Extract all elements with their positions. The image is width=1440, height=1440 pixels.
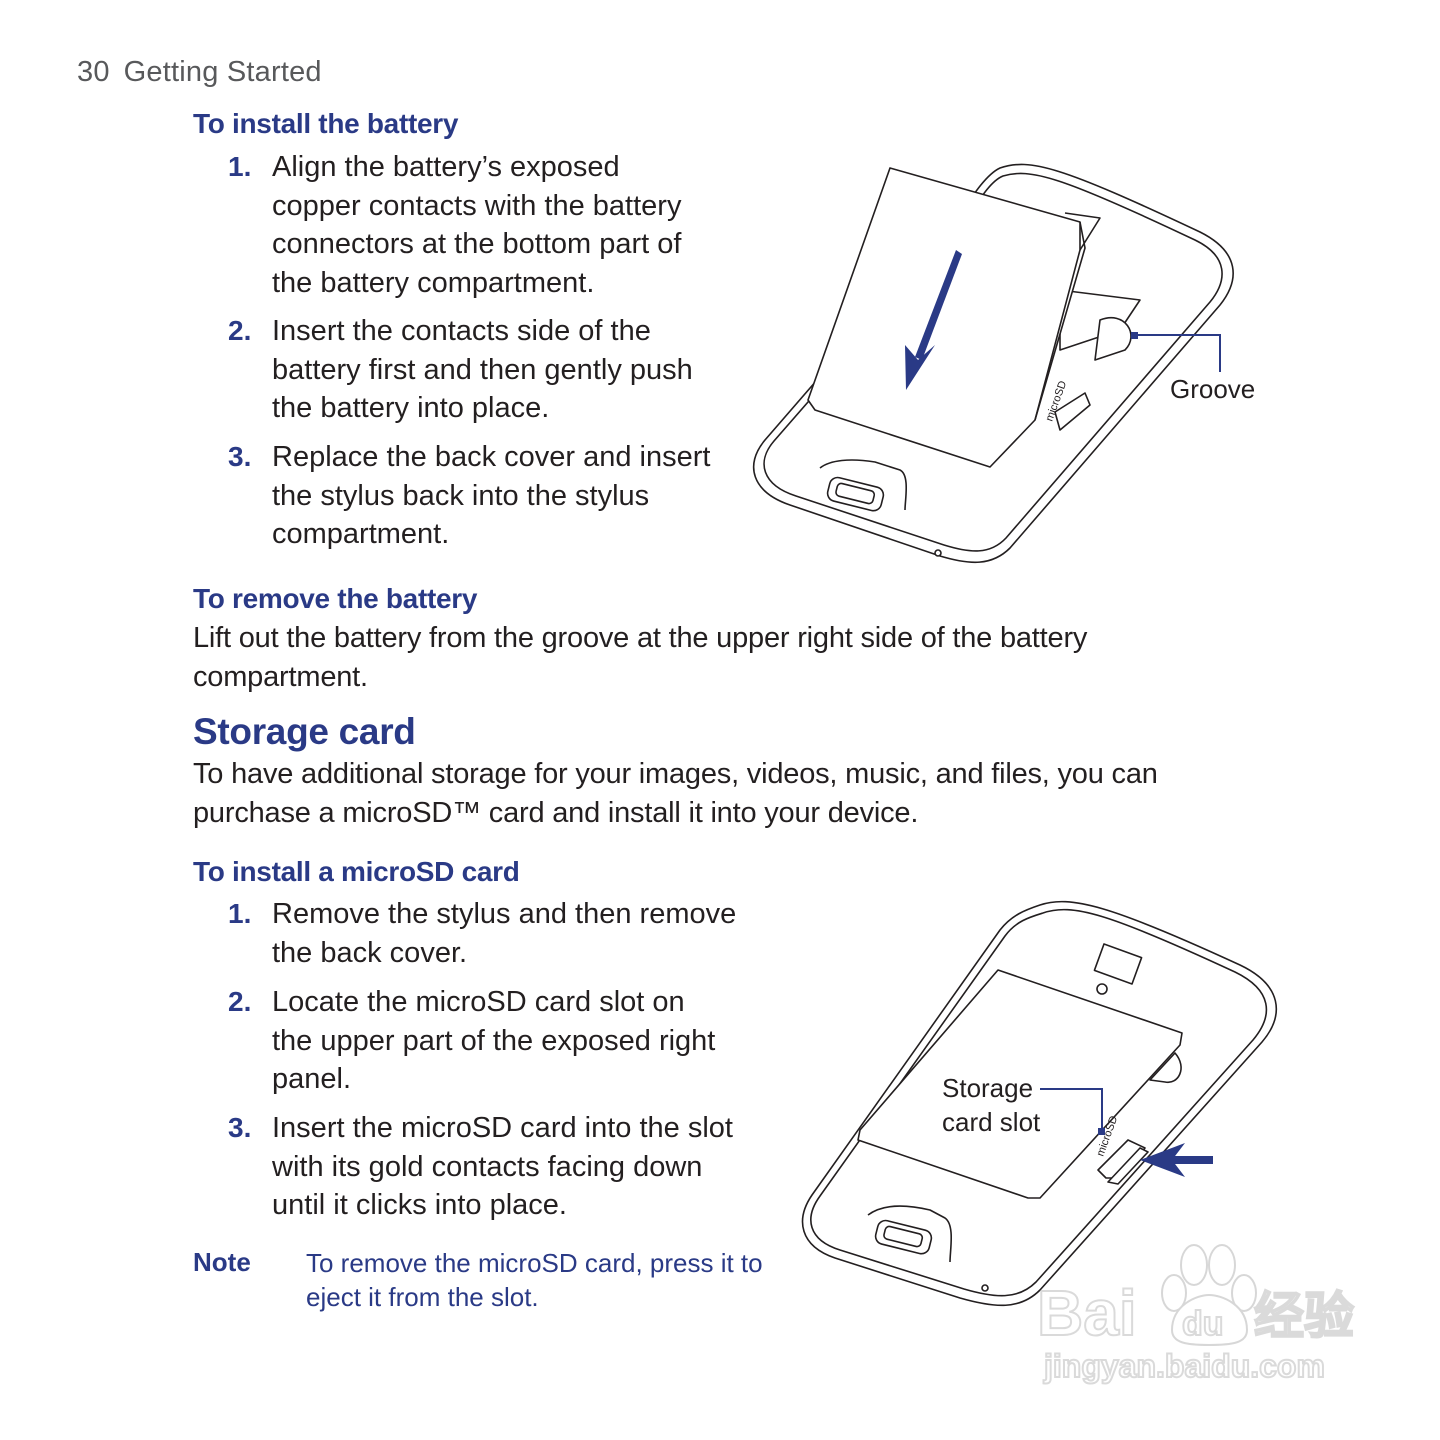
- step-number: 3.: [228, 1112, 252, 1143]
- storage-card-heading: Storage card: [193, 711, 416, 752]
- paragraph-line: To have additional storage for your imag…: [193, 758, 1158, 790]
- install-microsd-heading: To install a microSD card: [193, 856, 520, 887]
- step-line: battery first and then gently push: [272, 353, 693, 386]
- watermark-paw-text: du: [1182, 1305, 1224, 1343]
- paragraph-line: purchase a microSD™ card and install it …: [193, 796, 919, 829]
- watermark-url: jingyan.baidu.com: [1043, 1348, 1325, 1384]
- step-line: compartment.: [272, 518, 450, 550]
- step-line: connectors at the bottom part of: [272, 228, 682, 260]
- step-number: 2.: [228, 986, 252, 1017]
- step-line: Insert the microSD card into the slot: [272, 1112, 733, 1144]
- install-microsd-steps: 1. Remove the stylus and then remove the…: [228, 895, 788, 1235]
- callout-line: Storage: [942, 1073, 1034, 1103]
- step-text: Replace the back cover and insert the st…: [272, 438, 710, 554]
- step-text: Insert the microSD card into the slot wi…: [272, 1109, 733, 1225]
- step-line: Replace the back cover and insert: [272, 441, 711, 473]
- step-number: 3.: [228, 441, 252, 472]
- step-line: panel.: [272, 1063, 352, 1095]
- baidu-watermark: Bai du 经验 jingyan.baidu.com: [1036, 1244, 1355, 1385]
- step-line: copper contacts with the battery: [272, 189, 682, 222]
- step-line: Remove the stylus and then remove: [272, 898, 737, 930]
- step-line: Locate the microSD card slot on: [272, 986, 685, 1018]
- storage-card-text: To have additional storage for your imag…: [193, 755, 1158, 832]
- step-line: the battery into place.: [272, 392, 550, 424]
- install-battery-heading: To install the battery: [193, 108, 459, 139]
- watermark-cn: 经验: [1254, 1287, 1354, 1345]
- storage-card-slot-callout: Storage card slot: [942, 1071, 1040, 1139]
- step-line: Align the battery’s exposed: [272, 151, 620, 183]
- step-text: Locate the microSD card slot on the uppe…: [272, 983, 715, 1099]
- section-title: Getting Started: [123, 56, 322, 88]
- step-line: the back cover.: [272, 936, 468, 969]
- paragraph-line: Lift out the battery from the groove at …: [193, 622, 1088, 654]
- page-header: 30 Getting Started: [77, 56, 322, 89]
- battery-install-illustration: microSD: [752, 163, 1234, 564]
- install-battery-steps: 1. Align the battery’s exposed copper co…: [228, 148, 748, 568]
- note-text: To remove the microSD card, press it to …: [306, 1246, 763, 1314]
- groove-callout: Groove: [1170, 374, 1256, 404]
- watermark-brand: Bai: [1037, 1277, 1137, 1349]
- step-number: 1.: [228, 151, 252, 182]
- page-number: 30: [77, 56, 110, 88]
- step-line: with its gold contacts facing down: [272, 1150, 703, 1183]
- microsd-install-illustration: microSD: [801, 900, 1277, 1307]
- step-line: the upper part of the exposed right: [272, 1024, 716, 1057]
- step-text: Align the battery’s exposed copper conta…: [272, 148, 681, 302]
- step-text: Insert the contacts side of the battery …: [272, 312, 693, 428]
- paragraph-line: compartment.: [193, 660, 368, 693]
- step-number: 1.: [228, 898, 252, 929]
- step-text: Remove the stylus and then remove the ba…: [272, 895, 736, 972]
- step-line: until it clicks into place.: [272, 1189, 567, 1221]
- callout-line: card slot: [942, 1107, 1041, 1137]
- note-line: To remove the microSD card, press it to: [306, 1248, 763, 1278]
- step-line: Insert the contacts side of the: [272, 315, 651, 347]
- note-label: Note: [193, 1247, 251, 1277]
- remove-battery-text: Lift out the battery from the groove at …: [193, 619, 1087, 696]
- remove-battery-heading: To remove the battery: [193, 583, 478, 614]
- note-line: eject it from the slot.: [306, 1282, 539, 1312]
- step-number: 2.: [228, 315, 252, 346]
- step-line: the battery compartment.: [272, 266, 595, 299]
- step-line: the stylus back into the stylus: [272, 479, 650, 512]
